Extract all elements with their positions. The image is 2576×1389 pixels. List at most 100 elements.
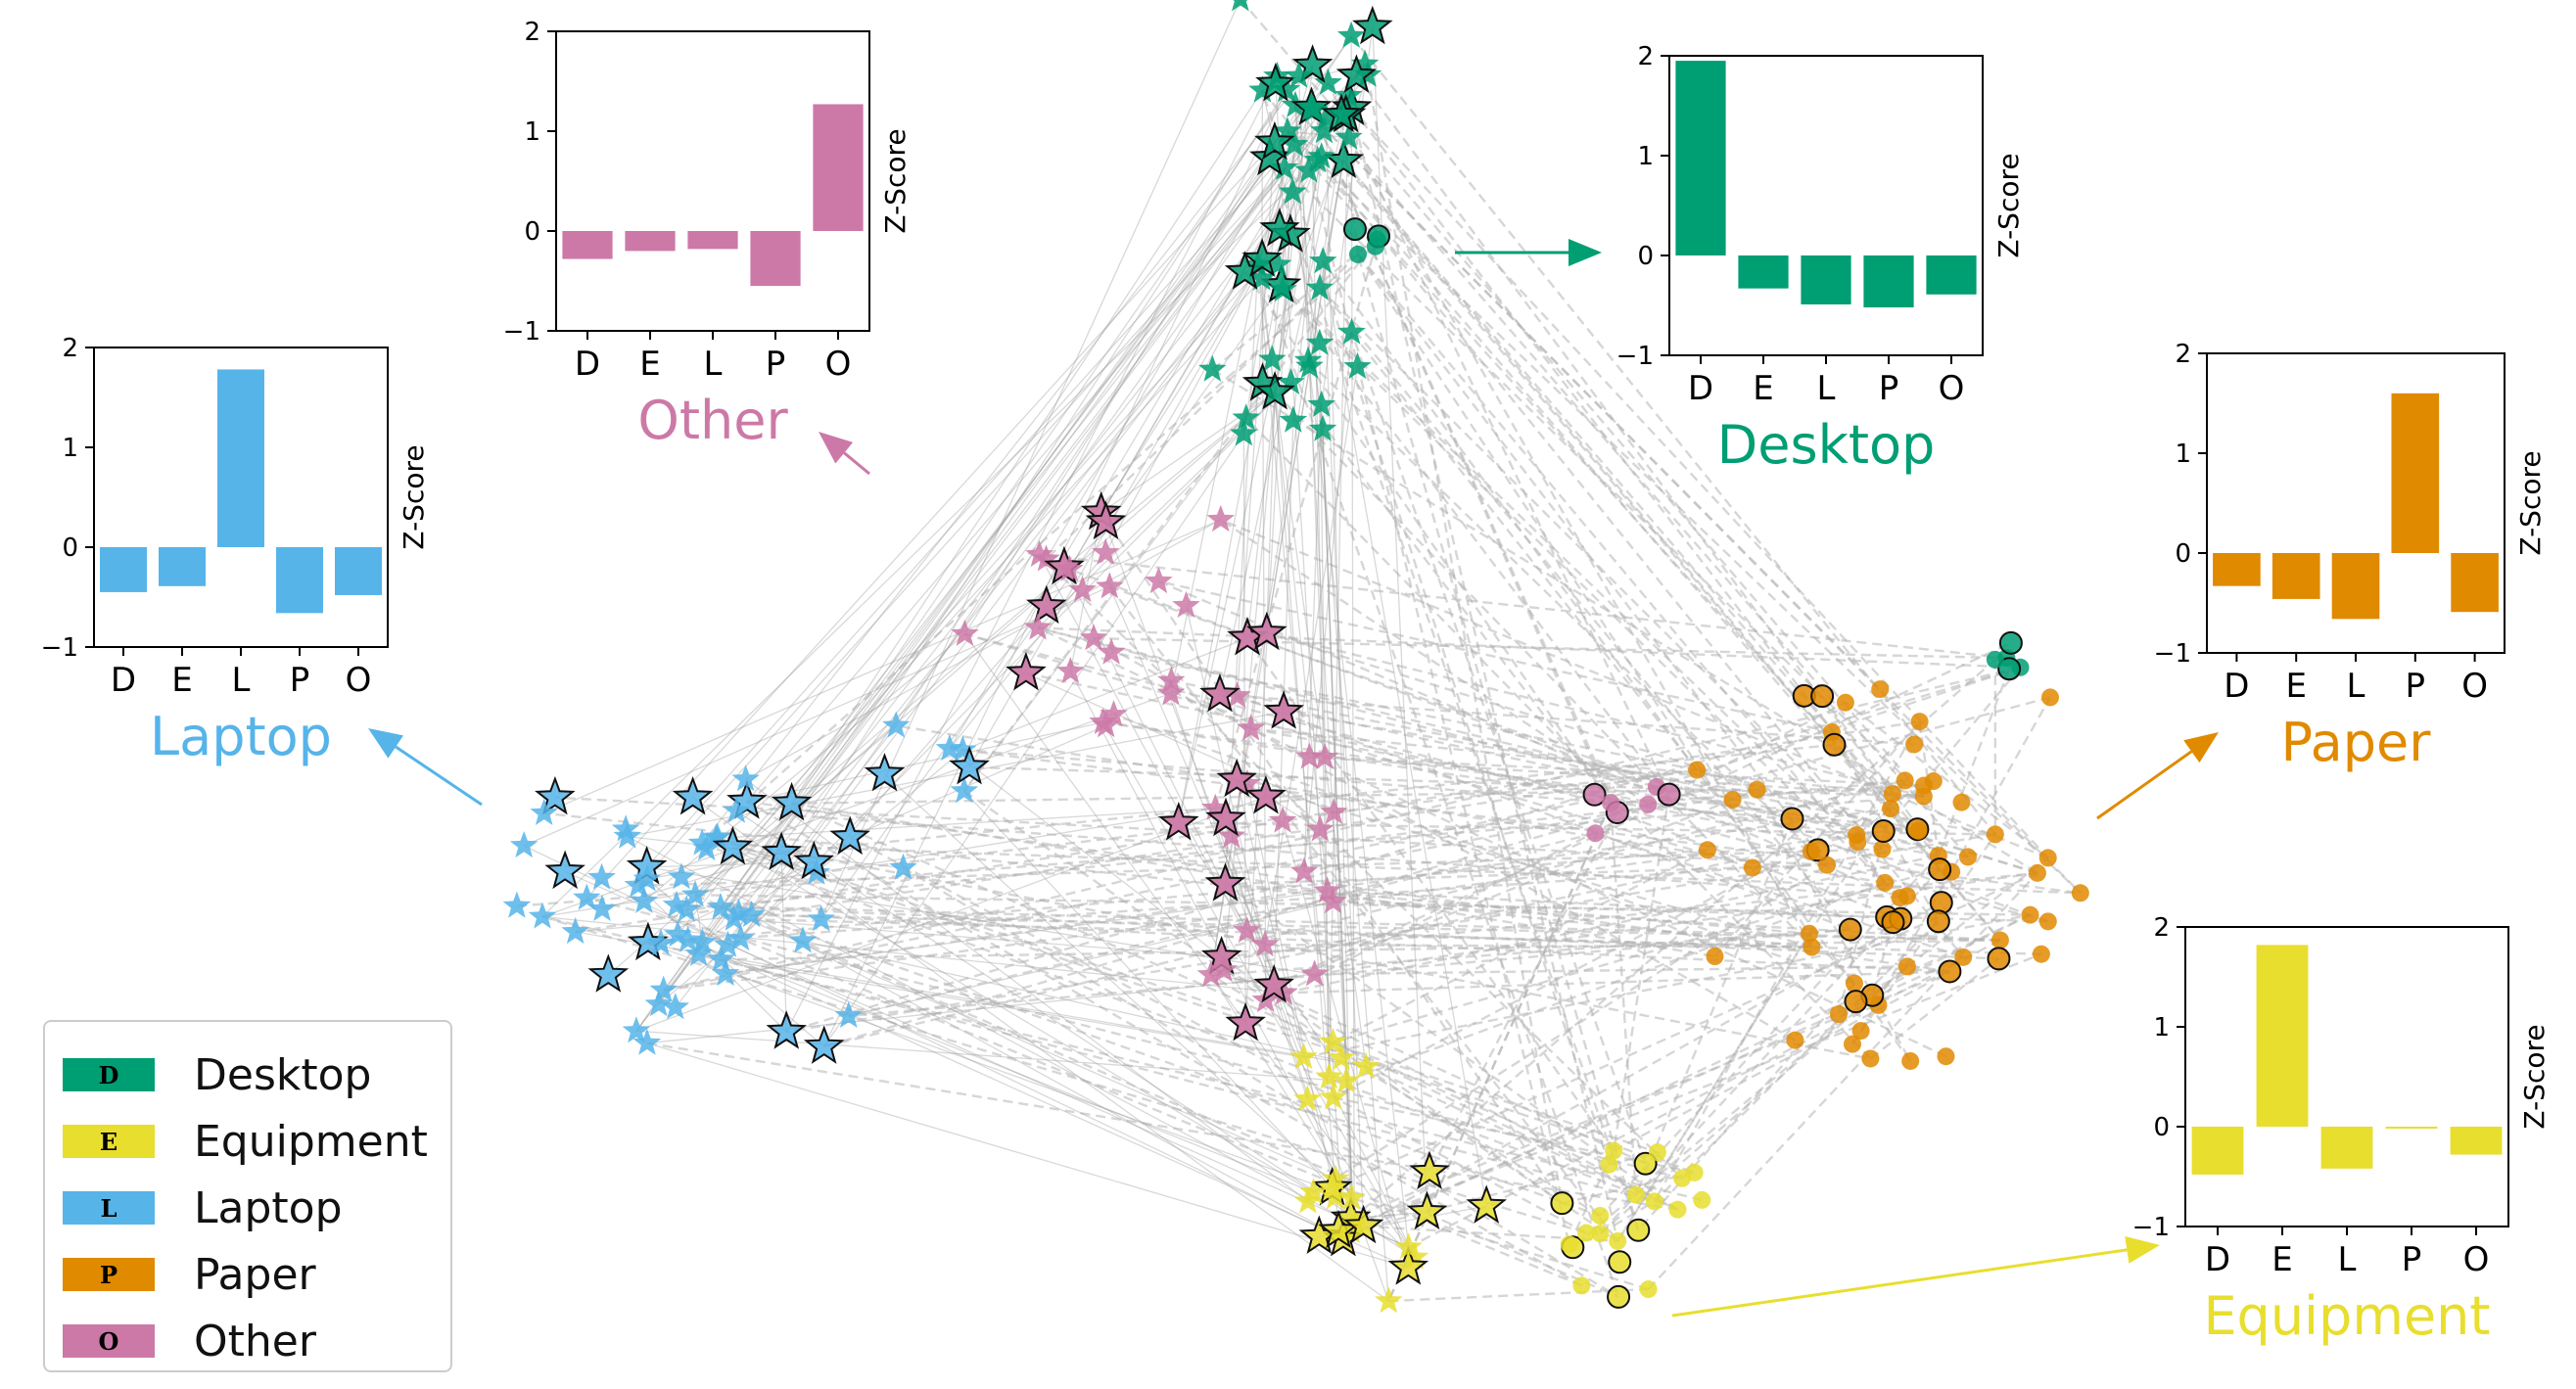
network-node-star bbox=[624, 870, 653, 898]
network-node-circle bbox=[1645, 1192, 1663, 1211]
y-tick-label: 0 bbox=[2175, 539, 2191, 569]
network-node-circle bbox=[1698, 841, 1716, 859]
network-node-star bbox=[1254, 370, 1295, 410]
network-node-star bbox=[1096, 572, 1124, 599]
x-tick-label: O bbox=[1939, 369, 1965, 408]
network-edge-dashed bbox=[848, 832, 1596, 1018]
network-node-star bbox=[680, 880, 710, 907]
network-node-circle bbox=[1748, 780, 1766, 799]
network-edge-dashed bbox=[637, 848, 1883, 887]
network-edge-dashed bbox=[1871, 921, 1895, 996]
network-edge-dashed bbox=[1333, 779, 1935, 1099]
network-edge-dashed bbox=[541, 915, 1587, 1234]
network-node-circle bbox=[1873, 840, 1892, 858]
network-edge bbox=[1045, 107, 1313, 560]
network-node-circle bbox=[1560, 1235, 1578, 1254]
network-node-star bbox=[649, 975, 678, 1002]
network-edge-dashed bbox=[725, 807, 1892, 976]
network-edge-dashed bbox=[786, 833, 1996, 1034]
network-node-star bbox=[1289, 1042, 1318, 1070]
x-tick-label: P bbox=[766, 345, 786, 384]
network-edge-dashed bbox=[575, 719, 1920, 934]
network-node-star bbox=[687, 828, 717, 856]
y-tick-label: 1 bbox=[2153, 1013, 2170, 1042]
network-edge-dashed bbox=[785, 666, 2021, 1034]
network-node-star bbox=[1307, 390, 1335, 417]
network-node-star bbox=[1205, 797, 1246, 837]
network-node-star bbox=[807, 904, 835, 932]
network-node-star bbox=[949, 735, 977, 763]
network-edge-dashed bbox=[964, 632, 1754, 869]
network-edge-dashed bbox=[1261, 89, 1965, 958]
y-tick-label: 0 bbox=[524, 217, 540, 247]
network-node-star bbox=[864, 752, 906, 792]
network-node-star bbox=[1285, 61, 1313, 88]
network-edge-dashed bbox=[1220, 518, 2049, 859]
network-node-star bbox=[1300, 959, 1329, 987]
bar bbox=[750, 231, 801, 287]
network-node-star bbox=[673, 895, 701, 922]
network-edge-dashed bbox=[1350, 970, 1950, 1220]
bar bbox=[2256, 945, 2309, 1127]
network-edge-dashed bbox=[1037, 626, 1946, 1058]
network-node-star bbox=[1387, 1246, 1429, 1285]
network-node-star bbox=[793, 840, 835, 880]
network-node-circle bbox=[1883, 784, 1901, 803]
network-node-star bbox=[1375, 1286, 1403, 1314]
network-node-star bbox=[1216, 758, 1258, 798]
network-edge-dashed bbox=[781, 743, 1835, 855]
network-edge-dashed bbox=[1327, 890, 1901, 920]
network-edge-dashed bbox=[1250, 727, 1924, 798]
network-node-star bbox=[1279, 405, 1308, 433]
network-node-star bbox=[1217, 821, 1245, 849]
network-node-star bbox=[1272, 74, 1301, 103]
network-edge bbox=[564, 870, 1409, 1248]
network-edge-dashed bbox=[701, 842, 1678, 1211]
network-edge-dashed bbox=[1210, 928, 1850, 977]
network-node-star bbox=[1299, 1178, 1328, 1205]
network-edge bbox=[1294, 105, 1389, 1302]
network-node-circle bbox=[1928, 857, 1952, 882]
network-edge-dashed bbox=[751, 913, 1601, 1218]
network-edge-dashed bbox=[1611, 802, 1919, 833]
network-node-circle bbox=[1851, 1022, 1870, 1041]
network-node-star bbox=[882, 711, 911, 738]
network-node-circle bbox=[1910, 713, 1929, 731]
network-edge bbox=[627, 835, 904, 869]
network-edge bbox=[721, 958, 1304, 1058]
x-tick-label: D bbox=[575, 345, 600, 384]
inset-title: Other bbox=[637, 390, 788, 451]
network-node-star bbox=[1056, 657, 1085, 684]
network-edge bbox=[523, 845, 1344, 1240]
network-node-star bbox=[644, 990, 673, 1017]
network-node-star bbox=[951, 619, 979, 646]
network-node-star bbox=[573, 883, 601, 910]
bar bbox=[2450, 1127, 2503, 1155]
y-tick-label: 0 bbox=[2153, 1113, 2170, 1142]
network-edge bbox=[1108, 586, 1286, 994]
network-edge bbox=[635, 796, 1267, 1032]
network-node-star bbox=[1350, 49, 1380, 76]
network-edge-dashed bbox=[1637, 982, 1855, 1231]
network-edge-dashed bbox=[663, 785, 1658, 992]
x-tick-label: D bbox=[111, 661, 136, 700]
network-edge-dashed bbox=[716, 837, 1659, 1154]
network-node-star bbox=[1335, 54, 1378, 93]
network-edge-dashed bbox=[663, 666, 2021, 992]
callout-arrow-shaft bbox=[2096, 750, 2193, 820]
network-node-star bbox=[1091, 537, 1120, 565]
network-node-star bbox=[1293, 1186, 1323, 1214]
network-node-star bbox=[1253, 963, 1294, 1003]
network-node-star bbox=[771, 781, 813, 821]
x-tick-label: E bbox=[2272, 1240, 2292, 1279]
network-edge-dashed bbox=[1351, 1196, 1649, 1291]
network-node-circle bbox=[1991, 931, 2009, 949]
callout-arrow-shaft bbox=[395, 745, 483, 807]
x-tick-label: L bbox=[2338, 1240, 2357, 1279]
network-node-circle bbox=[1688, 761, 1707, 779]
network-node-circle bbox=[1626, 1185, 1645, 1204]
network-edge bbox=[643, 633, 965, 903]
